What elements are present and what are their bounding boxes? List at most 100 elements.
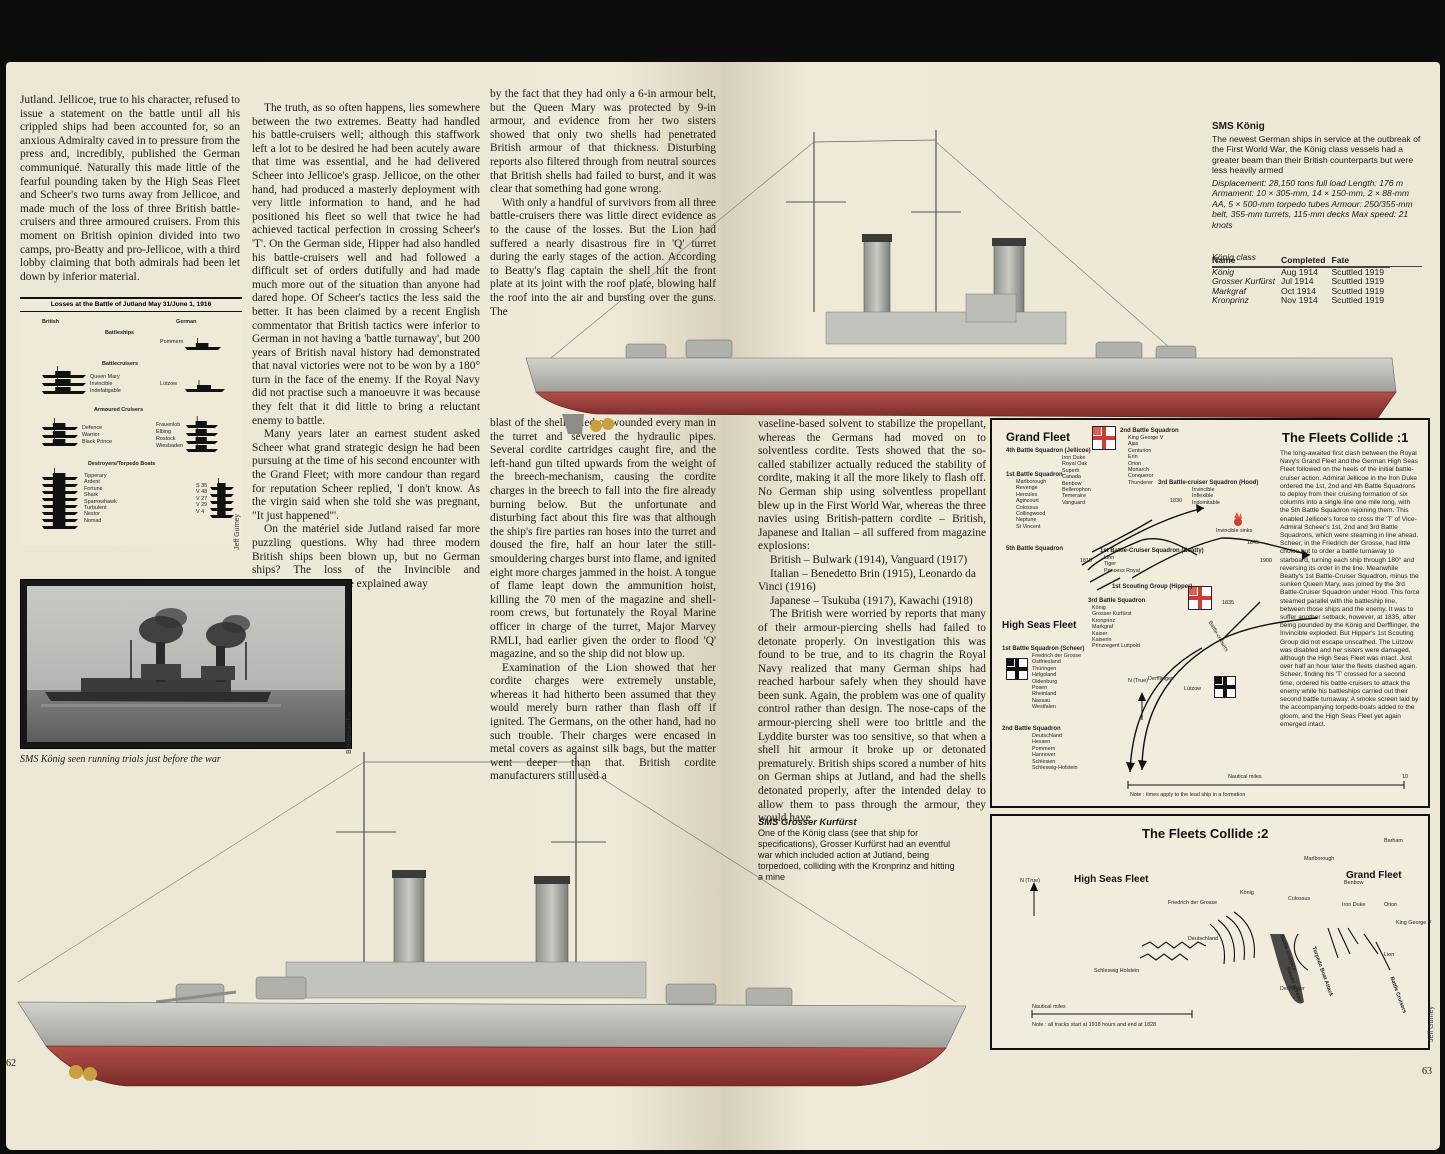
ship-name: Grosser Kurfürst — [1092, 611, 1132, 618]
losses-col-german: German — [176, 319, 197, 325]
losses-section-battlecruisers: Battlecruisers — [102, 361, 138, 367]
ship-name: Westfalen — [1032, 704, 1056, 711]
armoured-cruiser-silhouette — [42, 434, 78, 446]
ship-name: Kaiserin — [1092, 637, 1112, 644]
table-cell: Markgraf — [1212, 285, 1246, 296]
ship-name: Benbow — [1062, 480, 1082, 487]
ship-name: Ajax — [1128, 441, 1139, 448]
table-cell: Oct 1914 — [1281, 285, 1316, 296]
torpedo-boat-silhouette — [210, 506, 234, 518]
destroyer-name: Nomad — [84, 517, 102, 524]
paragraph: On the matériel side Jutland raised far … — [252, 523, 480, 590]
ship-name: Friedrich der Grosse — [1032, 653, 1082, 659]
map-1-time: 1815 — [1080, 558, 1092, 564]
ship-name: Revenge — [1016, 485, 1038, 492]
map-1-squadron: 1st Scouting Group (Hipper) — [1112, 584, 1193, 590]
ship-name: Erin — [1128, 454, 1138, 461]
left-page: Jutland. Jellicoe, true to his character… — [6, 62, 722, 1150]
light-cruiser-silhouette — [186, 416, 218, 428]
map-1-narrative: The long-awaited first clash between the… — [1280, 450, 1420, 728]
text-column-3-bottom: blast of the shell killed or wounded eve… — [490, 417, 716, 784]
ship-name: Royal Oak — [1062, 461, 1088, 468]
map-2-label: König — [1240, 890, 1254, 896]
konig-specifications: Displacement: 28,150 tons full load Leng… — [1212, 178, 1413, 230]
map-1-squadron: 4th Battle Squadron (Jellicoe) — [1006, 448, 1091, 454]
konig-title: SMS König — [1212, 121, 1265, 132]
ship-name: Hercules — [1016, 491, 1038, 498]
paragraph: Jutland. Jellicoe, true to his character… — [20, 94, 240, 283]
map-1-squadron: 1st Battle Squadron — [1006, 472, 1063, 478]
paragraph: by the fact that they had only a 6-in ar… — [490, 88, 716, 196]
ship-name: Ostfriesland — [1032, 659, 1061, 666]
ship-name: Colossus — [1016, 504, 1039, 511]
torpedo-boat-name: V 4 — [196, 508, 205, 515]
map-2-north-label: N (True) — [1020, 878, 1040, 884]
table-cell: Scuttled 1919 — [1331, 285, 1385, 296]
ship-name: Nassau — [1032, 697, 1051, 704]
magazine-spread: Jutland. Jellicoe, true to his character… — [6, 62, 1440, 1150]
map-1-squadron: 2nd Battle Squadron — [1120, 428, 1179, 434]
map-2-label: Benbow — [1344, 880, 1364, 886]
ship-name: St Vincent — [1016, 523, 1041, 530]
torpedo-boat-name: V 27 — [196, 495, 208, 502]
paragraph: Examination of the Lion showed that her … — [490, 661, 716, 783]
light-cruiser-silhouette — [186, 432, 218, 444]
destroyer-silhouette — [42, 517, 78, 529]
ship-name: Princess Royal — [1104, 567, 1140, 574]
ship-name: Agincourt — [1016, 498, 1039, 505]
photo-caption: SMS König seen running trials just befor… — [20, 754, 221, 765]
konig-description: The newest German ships in service at th… — [1212, 134, 1421, 176]
torpedo-boat-name: V 48 — [196, 489, 208, 496]
ship-name: König — [1092, 605, 1106, 611]
ship-name: Hessen — [1032, 739, 1051, 746]
table-cell: Scuttled 1919 — [1331, 295, 1385, 306]
losses-label: Invincible — [90, 381, 113, 387]
ship-name: Monarch — [1128, 467, 1149, 474]
ship-name: Lion — [1104, 555, 1115, 561]
ship-name: Oldenburg — [1032, 678, 1058, 685]
destroyer-name: Turbulent — [84, 505, 107, 512]
losses-label: Indefatigable — [90, 388, 121, 394]
map-2-note: Note : all tracks start at 1918 hours an… — [1032, 1022, 1157, 1028]
losses-label: Lützow — [160, 381, 178, 387]
torpedo-boat-name: S 35 — [196, 483, 208, 489]
ship-name: Kronprinz — [1092, 617, 1116, 624]
losses-label: Frauenlob — [156, 422, 181, 428]
konig-photo — [20, 579, 352, 749]
map-2-scale-label: Nautical miles — [1032, 1004, 1066, 1010]
table-header: Completed — [1281, 255, 1332, 268]
ship-name: Hannover — [1032, 752, 1056, 759]
map-1-title: The Fleets Collide :1 — [1282, 430, 1409, 445]
map-2-high-seas-fleet-label: High Seas Fleet — [1074, 874, 1149, 885]
table-cell: Aug 1914 — [1281, 266, 1318, 277]
map-1-scale-label: Nautical miles — [1228, 774, 1262, 780]
white-ensign-icon — [1188, 586, 1212, 610]
table-cell: König — [1212, 266, 1234, 277]
table-cell: Jul 1914 — [1281, 276, 1314, 287]
ship-name: Schleswig-Holstein — [1032, 765, 1078, 772]
losses-chart: Losses at the Battle of Jutland May 31/J… — [20, 297, 242, 545]
paragraph: The British were worried by reports that… — [758, 608, 986, 825]
destroyer-name: Tipperary — [84, 473, 107, 479]
map-1-label: Derfflinger — [1148, 676, 1173, 682]
destroyer-name: Ardent — [84, 479, 100, 486]
torpedo-boat-name: V 29 — [196, 502, 208, 509]
white-ensign-icon — [1092, 426, 1116, 450]
ship-name: Vanguard — [1062, 499, 1085, 506]
battlecruiser-silhouette — [42, 382, 86, 394]
map-2-label: Derfflinger — [1280, 986, 1305, 992]
map-2-tracks — [1030, 882, 1391, 1018]
table-header: Fate — [1331, 255, 1391, 268]
map-1-grand-fleet-label: Grand Fleet — [1006, 432, 1070, 444]
paragraph: Many years later an earnest student aske… — [252, 428, 480, 522]
battlecruiser-silhouette — [42, 366, 86, 378]
map-1-squadron: 1st Battle-Cruiser Squadron (Beatty) — [1100, 548, 1204, 554]
map-2-label: Schleswig Holstein — [1094, 968, 1140, 974]
destroyer-name: Shark — [84, 492, 99, 499]
